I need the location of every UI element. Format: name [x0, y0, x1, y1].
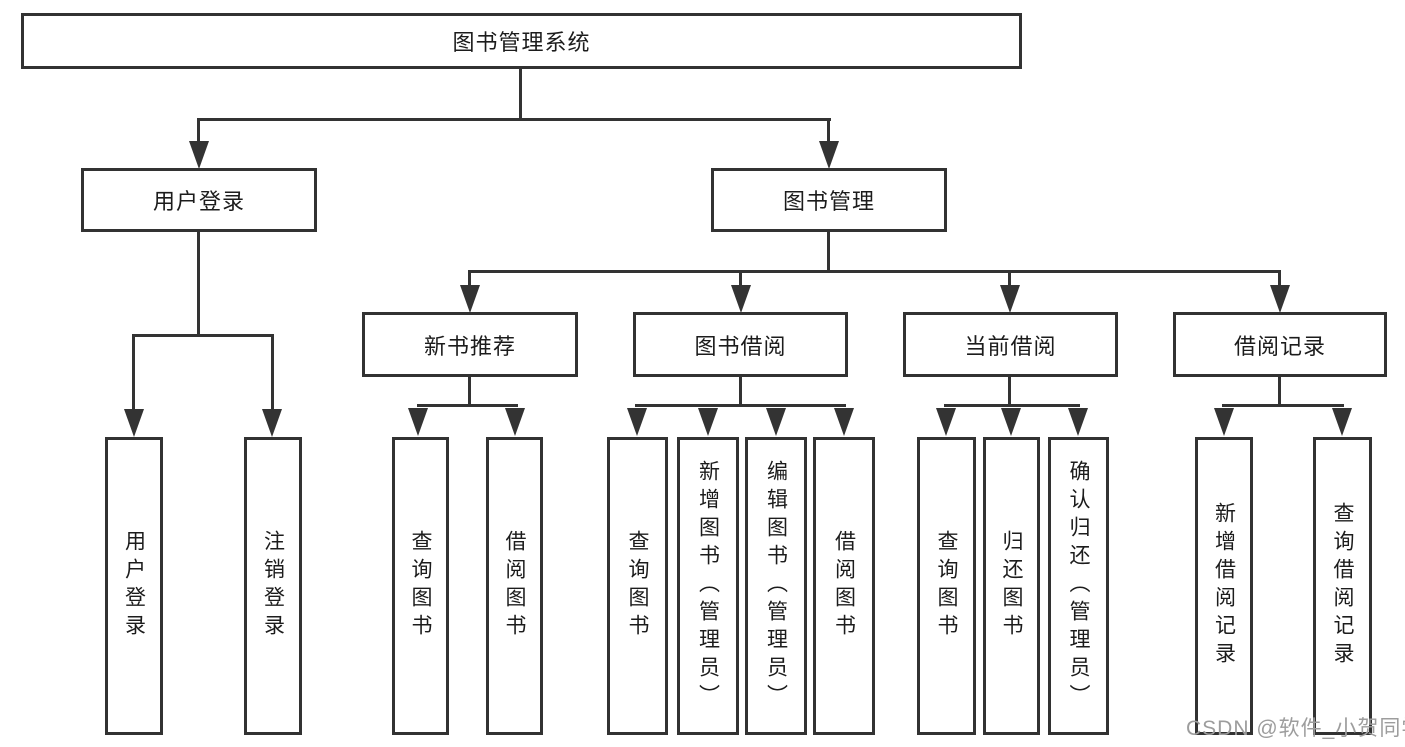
node-query-books-borrowing: 查询图书 — [607, 437, 668, 735]
node-label: 新增图书（管理员） — [696, 460, 720, 712]
node-add-books-admin: 新增图书（管理员） — [677, 437, 739, 735]
arrow-down-icon — [1068, 408, 1088, 436]
connector-drop-user-login-leaf — [132, 334, 135, 410]
node-book-management: 图书管理 — [711, 168, 947, 232]
node-return-books: 归还图书 — [983, 437, 1040, 735]
arrow-down-icon — [834, 408, 854, 436]
connector-book-borrowing-rail — [635, 404, 846, 407]
connector-book-management-stem — [827, 232, 830, 273]
connector-drop-borrowing-records — [1278, 270, 1281, 287]
connector-drop-current-borrowing — [1008, 270, 1011, 287]
node-label: 用户登录 — [122, 530, 146, 642]
connector-new-book-rail — [417, 404, 518, 407]
arrow-down-icon — [1214, 408, 1234, 436]
node-label: 图书管理 — [782, 189, 875, 214]
connector-drop-logout — [271, 334, 274, 410]
arrow-down-icon — [189, 141, 209, 169]
connector-user-login-stem — [197, 232, 200, 337]
connector-book-borrowing-stem — [739, 377, 742, 407]
arrow-down-icon — [262, 409, 282, 437]
node-add-borrow-record: 新增借阅记录 — [1195, 437, 1253, 735]
connector-drop-book-borrowing — [739, 270, 742, 287]
node-edit-books-admin: 编辑图书（管理员） — [745, 437, 807, 735]
arrow-down-icon — [1332, 408, 1352, 436]
arrow-down-icon — [766, 408, 786, 436]
node-label: 当前借阅 — [964, 333, 1057, 359]
connector-drop-book-management — [827, 118, 830, 144]
connector-drop-new-book-recommendation — [468, 270, 471, 287]
arrow-down-icon — [408, 408, 428, 436]
connector-new-book-stem — [468, 377, 471, 407]
node-label: 确认归还（管理员） — [1067, 460, 1090, 712]
arrow-down-icon — [731, 285, 751, 313]
node-logout: 注销登录 — [244, 437, 302, 735]
node-library-management-system: 图书管理系统 — [21, 13, 1022, 69]
connector-user-login-rail — [132, 334, 274, 337]
connector-root-stem — [519, 69, 522, 120]
node-user-login-leaf: 用户登录 — [105, 437, 163, 735]
connector-current-borrowing-rail — [944, 404, 1080, 407]
node-borrowing-records: 借阅记录 — [1173, 312, 1387, 377]
node-query-borrow-record: 查询借阅记录 — [1313, 437, 1372, 735]
arrow-down-icon — [627, 408, 647, 436]
node-label: 查询图书 — [409, 530, 432, 642]
node-user-login: 用户登录 — [81, 168, 317, 232]
arrow-down-icon — [936, 408, 956, 436]
node-label: 图书管理系统 — [452, 30, 591, 55]
connector-book-management-rail — [468, 270, 1281, 273]
node-query-books-recommendation: 查询图书 — [392, 437, 449, 735]
node-label: 借阅图书 — [832, 530, 856, 642]
csdn-watermark: CSDN @软件_小贺同学 — [1186, 717, 1405, 740]
node-borrow-books-recommendation: 借阅图书 — [486, 437, 543, 735]
arrow-down-icon — [460, 285, 480, 313]
connector-borrowing-records-rail — [1222, 404, 1344, 407]
node-label: 新书推荐 — [423, 333, 516, 359]
arrow-down-icon — [1001, 408, 1021, 436]
node-confirm-return-admin: 确认归还（管理员） — [1048, 437, 1109, 735]
connector-root-rail — [197, 118, 831, 121]
node-label: 新增借阅记录 — [1212, 502, 1236, 670]
node-book-borrowing: 图书借阅 — [633, 312, 848, 377]
node-current-borrowing: 当前借阅 — [903, 312, 1118, 377]
arrow-down-icon — [698, 408, 718, 436]
node-borrow-books-borrowing: 借阅图书 — [813, 437, 875, 735]
node-label: 用户登录 — [152, 189, 245, 214]
connector-current-borrowing-stem — [1008, 377, 1011, 407]
node-label: 查询图书 — [626, 530, 649, 642]
node-new-book-recommendation: 新书推荐 — [362, 312, 578, 377]
node-query-books-current: 查询图书 — [917, 437, 976, 735]
arrow-down-icon — [819, 141, 839, 169]
connector-borrowing-records-stem — [1278, 377, 1281, 407]
node-label: 查询图书 — [935, 530, 958, 642]
node-label: 图书借阅 — [694, 333, 787, 359]
node-label: 借阅记录 — [1233, 333, 1326, 359]
arrow-down-icon — [124, 409, 144, 437]
arrow-down-icon — [1000, 285, 1020, 313]
arrow-down-icon — [1270, 285, 1290, 313]
node-label: 借阅图书 — [503, 530, 526, 642]
node-label: 编辑图书（管理员） — [764, 460, 788, 712]
node-label: 查询借阅记录 — [1331, 502, 1354, 670]
node-label: 注销登录 — [261, 530, 285, 642]
connector-drop-user-login — [197, 118, 200, 144]
arrow-down-icon — [505, 408, 525, 436]
node-label: 归还图书 — [1000, 530, 1023, 642]
